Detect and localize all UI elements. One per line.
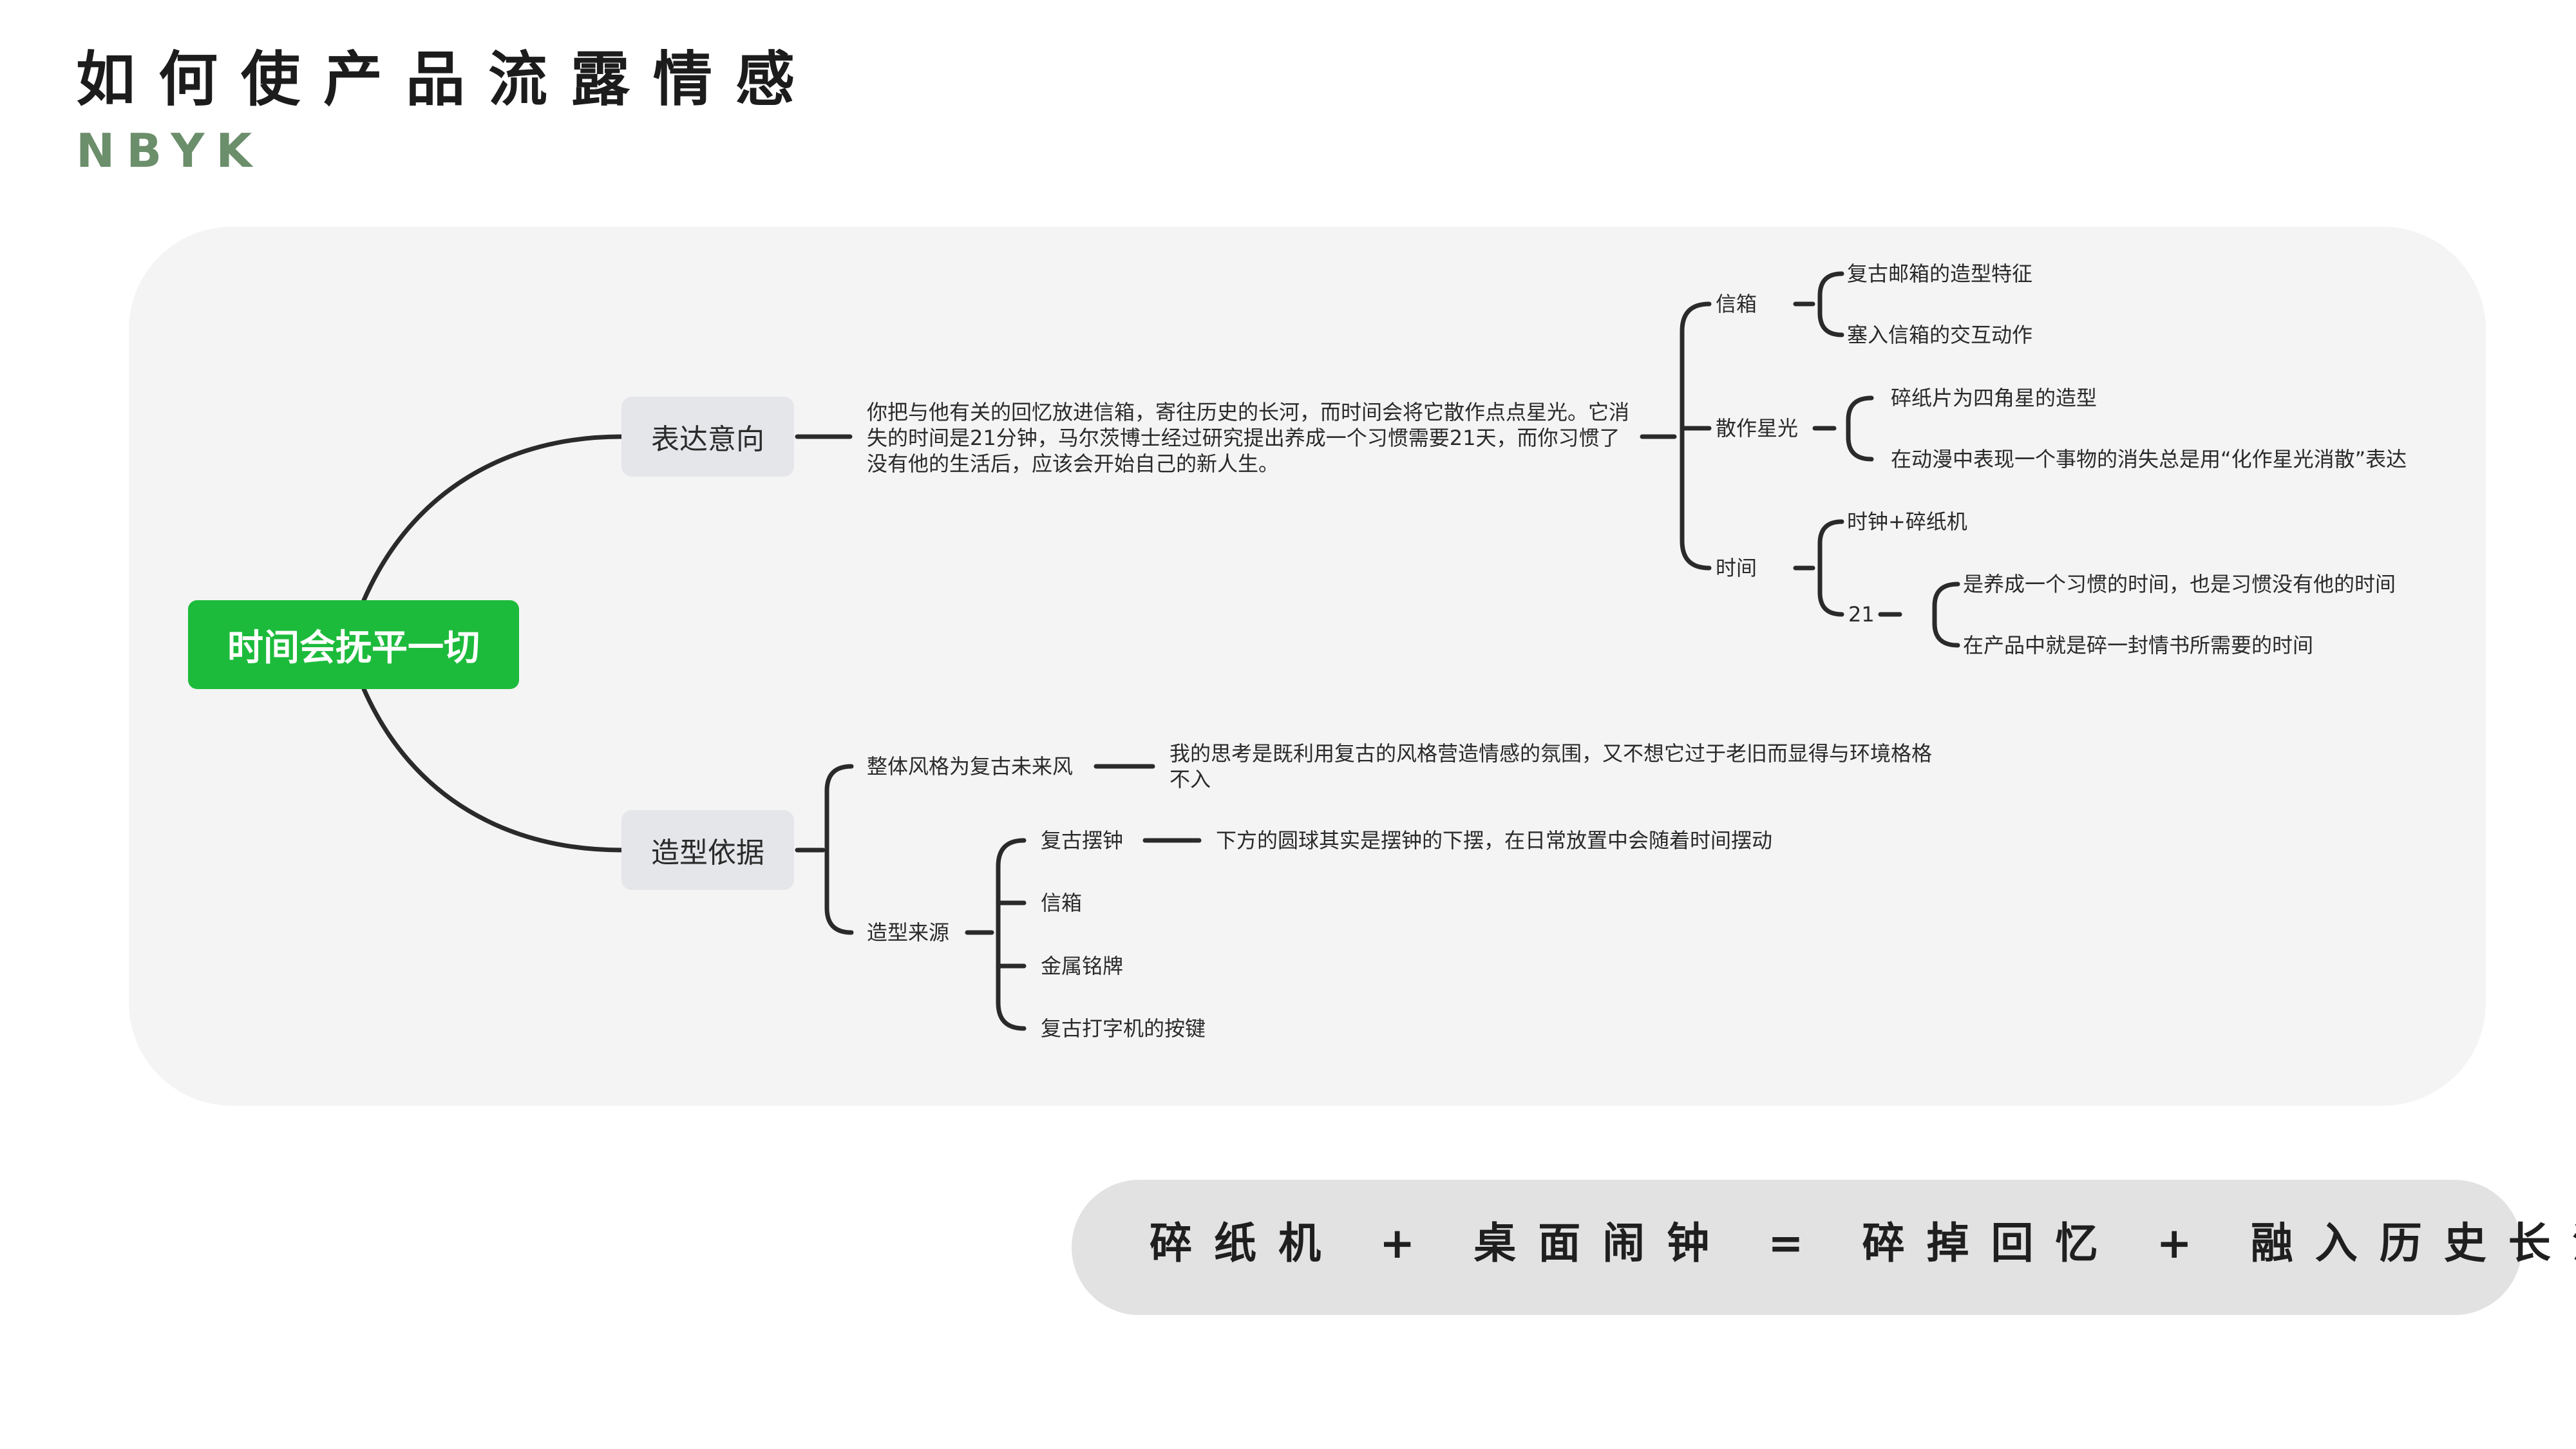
node-source[interactable]: 造型来源 (867, 920, 950, 945)
node-source-mailbox[interactable]: 信箱 (1041, 891, 1083, 915)
node-style-note: 我的思考是既利用复古的风格营造情感的氛围，又不想它过于老旧而显得与环境格格不入 (1170, 741, 1933, 791)
bracket-mailbox (1817, 271, 1844, 337)
formula-bar (1072, 1180, 2522, 1315)
node-source-pendulum-note: 下方的圆球其实是摆钟的下摆，在日常放置中会随着时间摆动 (1216, 828, 1773, 853)
node-mailbox-interaction[interactable]: 塞入信箱的交互动作 (1847, 323, 2033, 347)
node-mailbox-shape[interactable]: 复古邮箱的造型特征 (1847, 261, 2033, 286)
node-mailbox[interactable]: 信箱 (1716, 292, 1757, 316)
node-source-pendulum[interactable]: 复古摆钟 (1041, 828, 1124, 853)
formula-text: 碎纸机 + 桌面闹钟 = 碎掉回忆 + 融入历史长河 (1150, 1218, 2576, 1268)
branch-expression[interactable]: 表达意向 (621, 397, 794, 477)
bracket-time (1817, 519, 1844, 617)
node-source-typewriter[interactable]: 复古打字机的按键 (1041, 1016, 1206, 1041)
page-title: 如何使产品流露情感 (76, 45, 819, 114)
node-21[interactable]: 21 (1848, 602, 1875, 627)
node-stars-anime[interactable]: 在动漫中表现一个事物的消失总是用“化作星光消散”表达 (1891, 447, 2407, 471)
node-stars[interactable]: 散作星光 (1716, 416, 1799, 440)
bracket-expression-children (1680, 301, 1712, 571)
connector-root-form (361, 687, 624, 853)
bracket-21 (1932, 582, 1960, 648)
node-clock-shredder[interactable]: 时钟+碎纸机 (1847, 509, 1967, 534)
node-style[interactable]: 整体风格为复古未来风 (867, 754, 1074, 779)
bracket-source (996, 838, 1027, 1031)
mindmap-panel (129, 227, 2486, 1106)
node-source-nameplate[interactable]: 金属铭牌 (1041, 954, 1124, 978)
root-node[interactable]: 时间会抚平一切 (188, 600, 519, 689)
branch-form[interactable]: 造型依据 (621, 810, 794, 890)
bracket-stars (1846, 395, 1874, 462)
node-stars-shape[interactable]: 碎纸片为四角星的造型 (1891, 386, 2098, 410)
connector-root-expression (361, 434, 624, 603)
node-21-habit[interactable]: 是养成一个习惯的时间，也是习惯没有他的时间 (1963, 572, 2396, 596)
bracket-form-children (824, 764, 854, 935)
page-subtitle: NBYK (76, 124, 264, 178)
node-time[interactable]: 时间 (1716, 556, 1757, 580)
expression-description: 你把与他有关的回忆放进信箱，寄往历史的长河，而时间会将它散作点点星光。它消失的时… (867, 400, 1630, 476)
node-21-shred-time[interactable]: 在产品中就是碎一封情书所需要的时间 (1963, 633, 2314, 658)
